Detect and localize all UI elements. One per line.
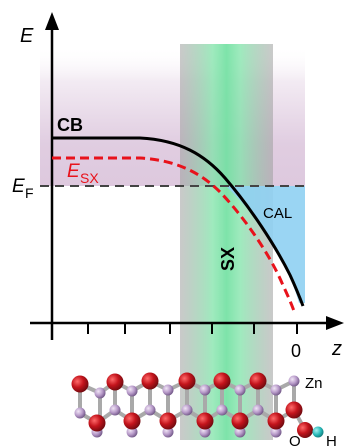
y-axis-label: E — [20, 25, 34, 47]
zinc-atom — [126, 385, 138, 397]
oxygen-atoms — [71, 372, 313, 438]
cb-label: CB — [57, 115, 83, 135]
oxygen-atom — [123, 412, 141, 430]
oxygen-atom — [297, 422, 313, 438]
oxygen-atom — [249, 372, 267, 390]
zinc-atoms — [74, 375, 300, 438]
zinc-atom — [199, 384, 211, 396]
fermi-label-main: E — [12, 176, 25, 197]
esx-label: E SX — [67, 161, 99, 186]
zinc-atom — [74, 407, 86, 419]
oxygen-atom — [141, 372, 159, 390]
oxygen-atom — [267, 412, 285, 430]
h-label: H — [326, 433, 337, 447]
zinc-atom — [181, 404, 193, 416]
zinc-atom — [144, 404, 156, 416]
zinc-atom — [288, 375, 300, 387]
zinc-atom — [234, 384, 246, 396]
zinc-atom — [234, 426, 246, 438]
oxygen-atom — [106, 373, 124, 391]
zinc-atom — [252, 404, 264, 416]
zinc-atom — [94, 387, 106, 399]
oxygen-atom — [285, 401, 303, 419]
oxygen-atom — [178, 372, 196, 390]
zinc-atom — [216, 404, 228, 416]
x-axis-arrow — [326, 316, 344, 330]
y-axis-arrow — [45, 12, 59, 30]
cal-label: CAL — [263, 205, 292, 222]
oxygen-atom — [71, 375, 89, 393]
esx-label-sub: SX — [80, 170, 99, 186]
oxygen-atom — [213, 372, 231, 390]
cb-curve — [52, 136, 305, 307]
zinc-atom — [162, 384, 174, 396]
zno-slab: Zn O H — [71, 372, 337, 447]
fermi-label: E F — [12, 176, 34, 201]
zinc-atom — [270, 384, 282, 396]
zinc-atom — [199, 426, 211, 438]
zn-label: Zn — [305, 375, 323, 392]
zinc-atom — [162, 426, 174, 438]
fermi-label-sub: F — [25, 185, 34, 201]
sx-label: SX — [218, 247, 238, 271]
x-ticks — [87, 323, 298, 334]
cal-region — [226, 186, 305, 303]
esx-curve — [52, 156, 297, 315]
zinc-atom — [126, 426, 138, 438]
esx-label-main: E — [67, 161, 80, 182]
zinc-atom — [270, 426, 282, 438]
x-zero-label: 0 — [291, 341, 301, 361]
o-label: O — [289, 433, 301, 447]
oxygen-atom — [231, 412, 249, 430]
oxygen-atom — [159, 412, 177, 430]
zinc-atom — [109, 404, 121, 416]
oxygen-atom — [196, 412, 214, 430]
hydrogen-atom — [312, 426, 324, 438]
x-axis-label: z — [331, 338, 342, 360]
oxygen-atom — [88, 414, 106, 432]
